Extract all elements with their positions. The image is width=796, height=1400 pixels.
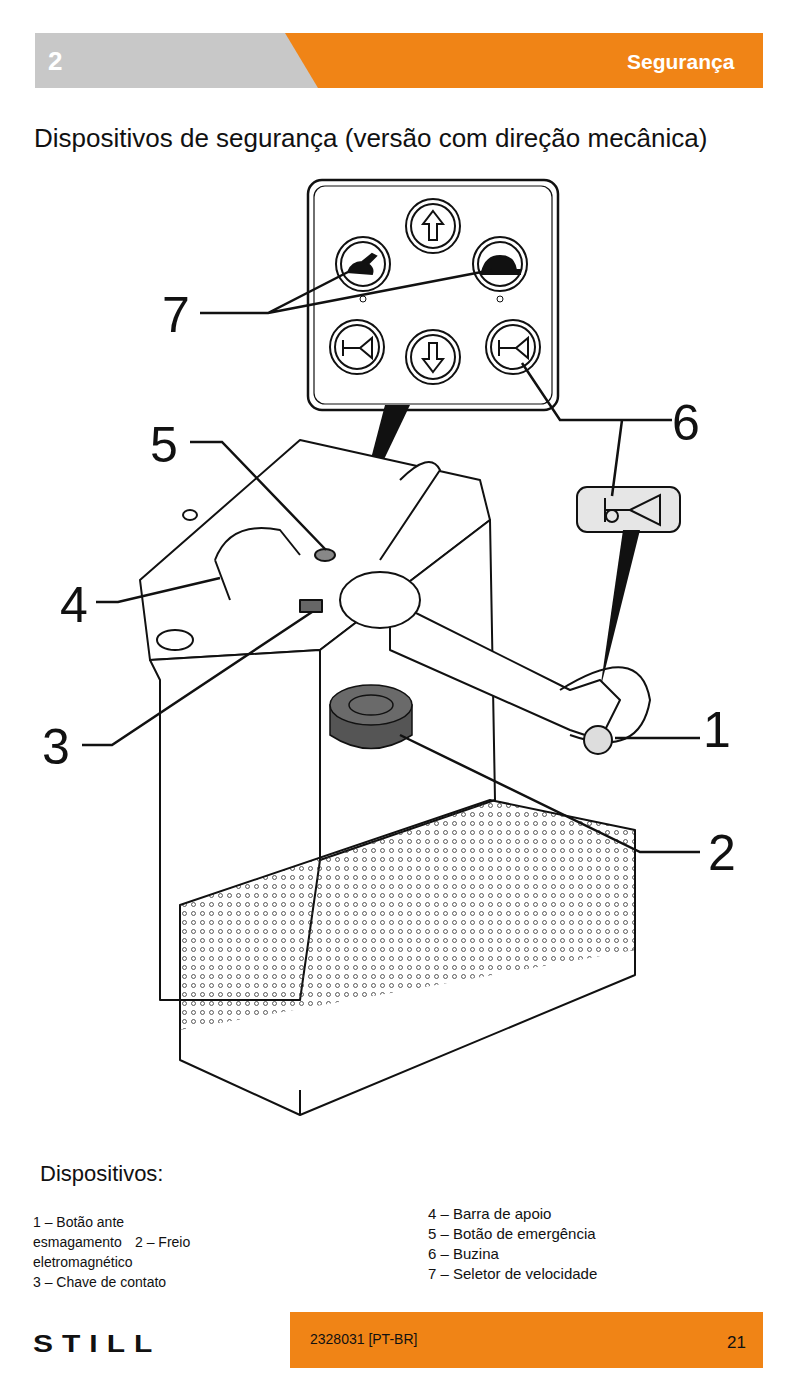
device-item: 2 – Freio eletromagnético [33, 1232, 233, 1272]
callout-number: 2 [708, 828, 736, 878]
page-title: Dispositivos de segurança (versão com di… [34, 122, 707, 155]
section-title: Segurança [627, 49, 734, 75]
callout-number: 7 [162, 290, 190, 340]
leader-lines [82, 270, 700, 852]
keypad-detail [308, 180, 558, 410]
device-item: 7 – Seletor de velocidade [428, 1264, 597, 1284]
truck-illustration [140, 440, 650, 1115]
list-heading: Dispositivos: [40, 1160, 163, 1188]
callout-number: 5 [150, 420, 178, 470]
brand-logo: STILL [33, 1332, 161, 1356]
callout-number: 3 [42, 722, 70, 772]
callout-number: 4 [60, 580, 88, 630]
footer-band [0, 1312, 763, 1368]
section-number: 2 [48, 45, 62, 78]
horn-detail [577, 487, 680, 532]
detail-pointer [600, 530, 640, 690]
device-item: 4 – Barra de apoio [428, 1204, 551, 1224]
header-band [35, 33, 763, 88]
device-item: 6 – Buzina [428, 1244, 499, 1264]
document-code: 2328031 [PT-BR] [310, 1331, 417, 1349]
callout-number: 1 [703, 705, 731, 755]
brake-cylinder [330, 685, 412, 749]
device-item: 5 – Botão de emergência [428, 1224, 596, 1244]
page-number: 21 [727, 1332, 746, 1353]
device-item: 3 – Chave de contato [33, 1272, 166, 1292]
callout-number: 6 [672, 398, 700, 448]
